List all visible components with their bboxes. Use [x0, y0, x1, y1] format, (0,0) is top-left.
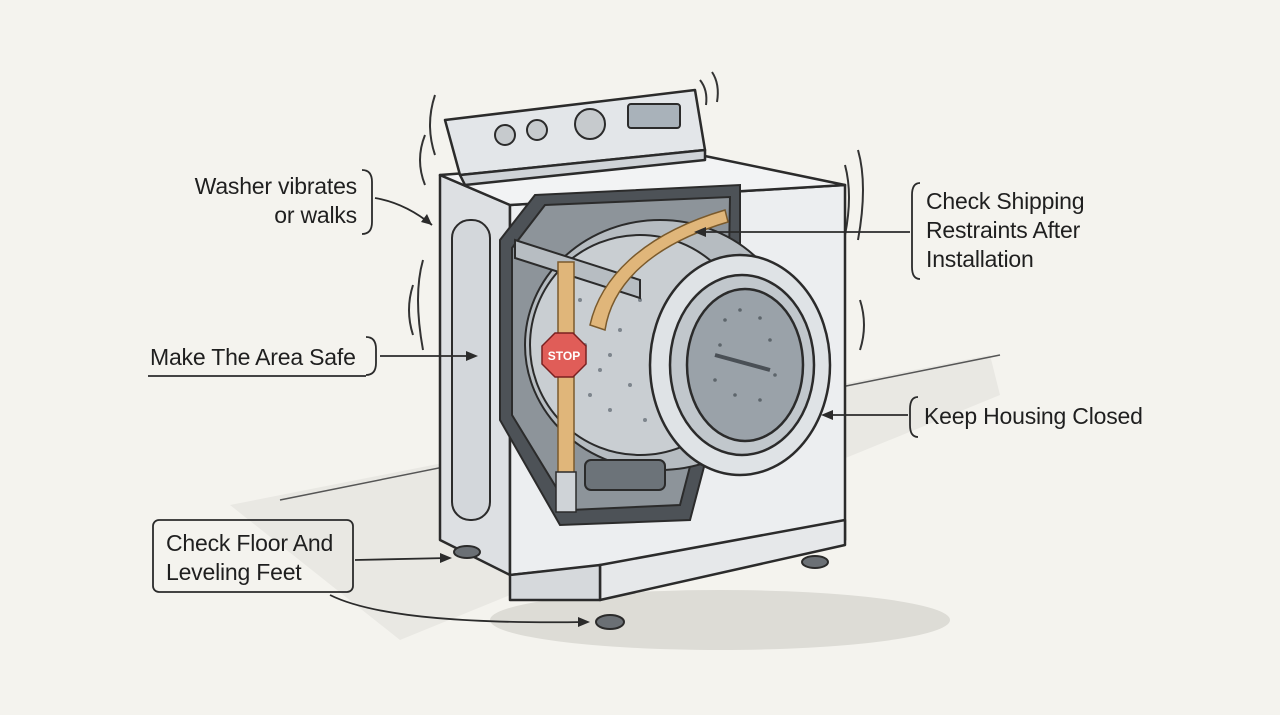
callout-shipping: Check Shipping Restraints After Installa… — [926, 187, 1085, 274]
callout-lines — [148, 169, 921, 624]
callout-shipping-line3: Installation — [926, 246, 1034, 272]
callout-vibrates-line1: Washer vibrates — [194, 173, 358, 199]
callout-arrowheads — [421, 214, 833, 627]
control-knobs — [494, 103, 681, 146]
callout-vibrates-line2: or walks — [274, 202, 357, 228]
callout-shipping-line1: Check Shipping — [926, 188, 1085, 214]
leveling-feet — [453, 545, 829, 630]
callout-floor-line1: Check Floor And — [166, 530, 334, 556]
stop-sign: STOP — [541, 332, 587, 378]
callout-shipping-line2: Restraints After — [926, 217, 1081, 243]
callout-floor: Check Floor And Leveling Feet — [166, 529, 333, 587]
callout-vibrates: Washer vibrates or walks — [182, 172, 358, 230]
callout-area-safe: Make The Area Safe — [150, 344, 356, 370]
door — [648, 253, 832, 477]
callout-housing: Keep Housing Closed — [924, 403, 1143, 429]
vibration-marks — [408, 71, 865, 351]
callout-floor-line2: Leveling Feet — [166, 559, 302, 585]
stop-sign-text: STOP — [548, 349, 580, 363]
